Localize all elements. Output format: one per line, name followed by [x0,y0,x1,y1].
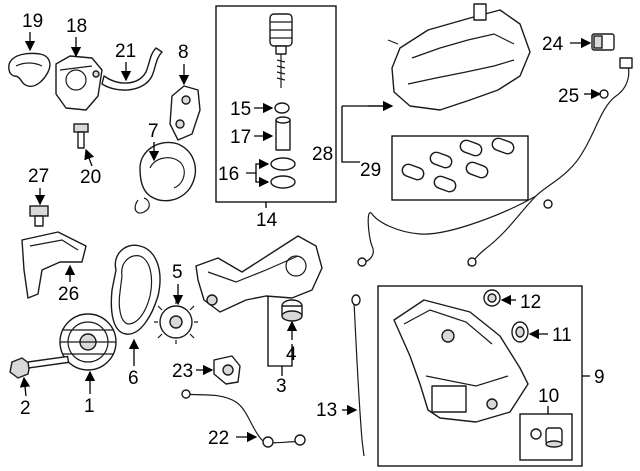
part-2-bolt[interactable] [9,355,70,379]
part-3-oil-pump[interactable] [195,235,323,313]
callout-18: 18 [66,16,87,37]
callout-8: 8 [178,42,189,63]
part-27-bolt[interactable] [29,205,49,227]
part-15-seal[interactable] [274,102,290,114]
part-25-harness[interactable] [357,57,633,267]
part-21-hose[interactable] [101,47,163,91]
callout-3: 3 [276,376,287,397]
part-20-bolt[interactable] [73,123,89,149]
part-8-bracket[interactable] [169,85,201,141]
part-7-timing-cover[interactable] [134,141,197,214]
callout-14: 14 [256,210,278,231]
callout-10: 10 [538,386,559,407]
part-29-gaskets[interactable] [401,137,516,194]
part-13-dipstick[interactable] [351,294,365,457]
callout-22: 22 [208,428,229,449]
callout-11: 11 [552,325,572,346]
callout-13: 13 [316,400,337,421]
callout-2: 2 [20,398,31,419]
callout-6: 6 [128,368,139,389]
callout-21: 21 [115,41,136,62]
callout-1: 1 [84,396,95,417]
callout-27: 27 [28,166,49,187]
callout-12: 12 [520,292,541,313]
part-6-belt[interactable] [110,244,161,335]
leader-16a [246,158,270,174]
callout-19: 19 [22,11,43,32]
callout-15: 15 [230,99,251,120]
part-18-housing[interactable] [55,55,103,111]
callout-7: 7 [148,121,159,142]
part-9-oil-pan[interactable] [393,299,529,423]
group-box-14 [215,5,337,203]
callout-16: 16 [218,164,239,185]
leader-2 [19,376,31,397]
part-23-sensor[interactable] [213,355,241,385]
bracket-3 [267,296,293,367]
leader-16b [255,173,270,188]
part-28-intake-manifold[interactable] [387,3,531,111]
part-19-gasket[interactable] [8,52,51,87]
callout-28: 28 [312,144,333,165]
callout-25: 25 [558,86,579,107]
callout-24: 24 [542,34,564,55]
leader-20 [84,148,95,167]
part-22-tube[interactable] [181,389,306,448]
group-box-10 [519,413,573,461]
part-10-plug[interactable] [530,427,563,448]
part-16-o-rings[interactable] [270,157,296,189]
part-1-pulley[interactable] [59,313,117,371]
part-5-sprocket[interactable] [154,300,198,344]
part-17-filter-element[interactable] [275,116,291,151]
callout-9: 9 [594,367,605,388]
part-14-filter-cap[interactable] [269,13,293,88]
callout-23: 23 [172,361,193,382]
callout-17: 17 [230,127,251,148]
callout-20: 20 [80,167,101,188]
callout-26: 26 [58,284,79,305]
part-11-drain-plug[interactable] [511,321,529,343]
bracket-28 [341,105,388,163]
part-24-sensor[interactable] [591,33,615,51]
part-4-screen[interactable] [281,299,303,322]
part-26-bracket[interactable] [21,231,87,299]
callout-5: 5 [172,262,183,283]
part-12-sensor[interactable] [483,289,501,307]
callout-29: 29 [360,160,381,181]
group-box-29 [391,135,529,201]
